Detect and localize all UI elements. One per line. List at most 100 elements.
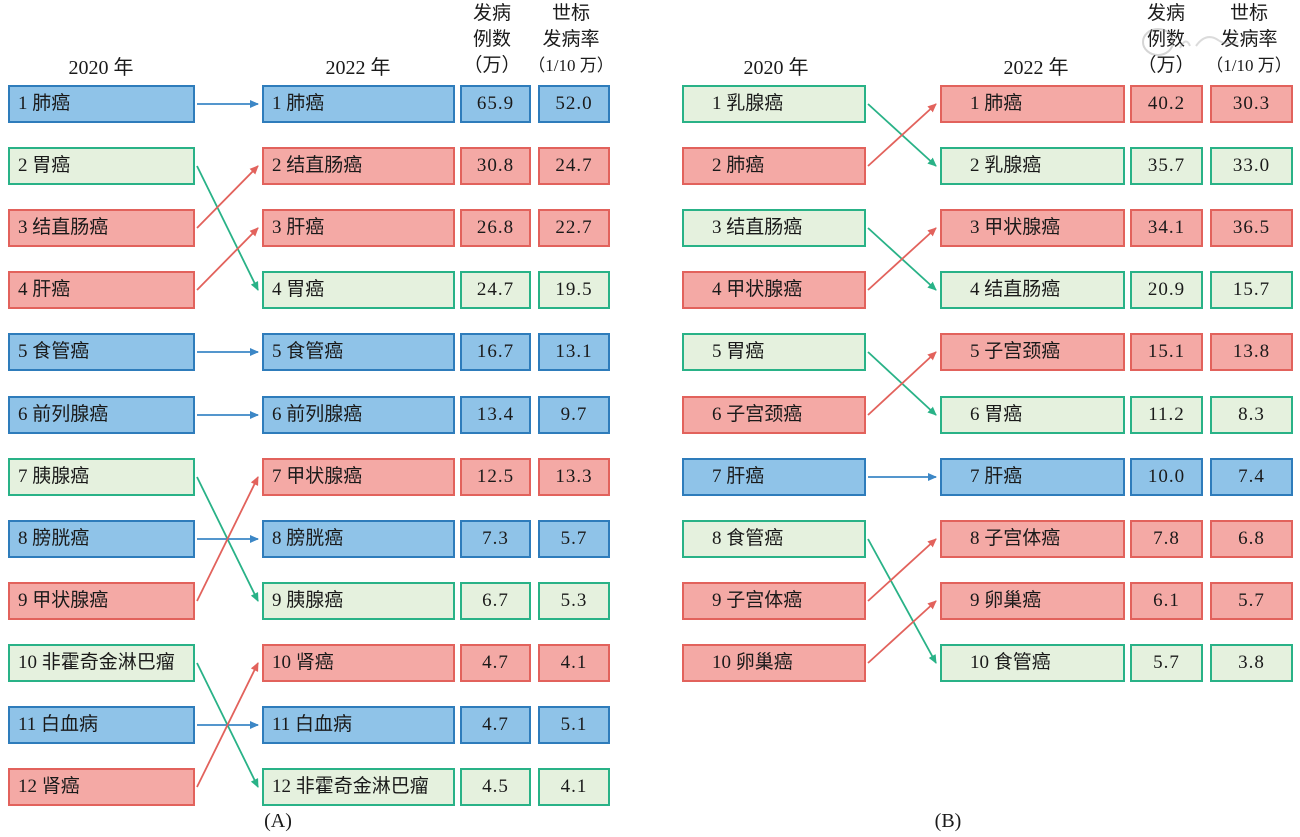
cases-value-box: 4.5	[460, 768, 531, 806]
rate-value-box: 3.8	[1210, 644, 1293, 682]
rate-header-line: 发病率	[1220, 29, 1278, 50]
rate-value-box: 5.7	[1210, 582, 1293, 620]
cases-value-box: 10.0	[1130, 458, 1203, 496]
rank-box-2022: 7 肝癌	[940, 458, 1125, 496]
cases-value-box: 11.2	[1130, 396, 1203, 434]
rank-change-arrow	[867, 600, 937, 664]
rank-box-2022: 4 结直肠癌	[940, 271, 1125, 309]
rate-value-box: 7.4	[1210, 458, 1293, 496]
cases-value-box: 4.7	[460, 644, 531, 682]
cases-value-box: 5.7	[1130, 644, 1203, 682]
cases-header-line: 例数	[1146, 29, 1186, 50]
rank-box-2020: 7 肝癌	[682, 458, 866, 496]
panel-a-rate-header: 世标 发病率 （1/10 万）	[528, 1, 613, 79]
rank-change-arrow	[196, 662, 259, 788]
rank-box-2022: 1 肺癌	[940, 85, 1125, 123]
rank-box-2020: 3 结直肠癌	[8, 209, 195, 247]
panel-a-caption: (A)	[264, 810, 292, 832]
cases-value-box: 34.1	[1130, 209, 1203, 247]
rank-box-2022: 11 白血病	[262, 706, 455, 744]
cases-value-box: 6.7	[460, 582, 531, 620]
rank-box-2022: 3 肝癌	[262, 209, 455, 247]
cases-value-box: 24.7	[460, 271, 531, 309]
rank-box-2020: 6 子宫颈癌	[682, 396, 866, 434]
rate-value-box: 15.7	[1210, 271, 1293, 309]
rank-change-arrow	[196, 227, 259, 291]
rate-value-box: 13.8	[1210, 333, 1293, 371]
rank-box-2020: 4 甲状腺癌	[682, 271, 866, 309]
rank-change-arrow	[867, 351, 937, 416]
rate-value-box: 4.1	[538, 644, 610, 682]
panel-b-rate-header: 世标 发病率 （1/10 万）	[1206, 1, 1291, 79]
rate-value-box: 9.7	[538, 396, 610, 434]
rank-box-2022: 8 膀胱癌	[262, 520, 455, 558]
cases-value-box: 13.4	[460, 396, 531, 434]
rank-box-2022: 6 前列腺癌	[262, 396, 455, 434]
rank-change-arrow	[867, 538, 937, 602]
rate-value-box: 5.3	[538, 582, 610, 620]
rank-box-2020: 11 白血病	[8, 706, 195, 744]
rank-box-2020: 5 胃癌	[682, 333, 866, 371]
panel-b-2022-header: 2022 年	[1003, 57, 1069, 79]
rank-box-2020: 5 食管癌	[8, 333, 195, 371]
rank-change-arrow	[196, 165, 259, 291]
panel-b-2020-header: 2020 年	[743, 57, 809, 79]
rank-box-2022: 12 非霍奇金淋巴瘤	[262, 768, 455, 806]
rate-value-box: 24.7	[538, 147, 610, 185]
cases-header-line: （万）	[463, 55, 521, 76]
rank-box-2020: 1 乳腺癌	[682, 85, 866, 123]
cases-value-box: 15.1	[1130, 333, 1203, 371]
rank-box-2022: 2 结直肠癌	[262, 147, 455, 185]
rate-value-box: 22.7	[538, 209, 610, 247]
cases-value-box: 26.8	[460, 209, 531, 247]
panel-b-cases-header: 发病 例数 （万）	[1137, 1, 1194, 79]
cases-value-box: 35.7	[1130, 147, 1203, 185]
rank-box-2020: 3 结直肠癌	[682, 209, 866, 247]
rank-box-2020: 1 肺癌	[8, 85, 195, 123]
rank-box-2020: 12 肾癌	[8, 768, 195, 806]
rate-header-line: 发病率	[542, 29, 600, 50]
rank-box-2022: 7 甲状腺癌	[262, 458, 455, 496]
rate-header-line: （1/10 万）	[1206, 56, 1292, 75]
rate-value-box: 13.1	[538, 333, 610, 371]
cases-value-box: 20.9	[1130, 271, 1203, 309]
cases-header-line: （万）	[1137, 55, 1195, 76]
cases-value-box: 30.8	[460, 147, 531, 185]
rank-box-2020: 9 子宫体癌	[682, 582, 866, 620]
rate-value-box: 33.0	[1210, 147, 1293, 185]
rank-box-2020: 10 卵巢癌	[682, 644, 866, 682]
rank-box-2020: 2 胃癌	[8, 147, 195, 185]
rank-change-arrow	[196, 476, 259, 602]
panel-a-cases-header: 发病 例数 （万）	[463, 1, 520, 79]
rank-box-2020: 4 肝癌	[8, 271, 195, 309]
rank-box-2022: 3 甲状腺癌	[940, 209, 1125, 247]
cases-header-line: 例数	[472, 29, 512, 50]
cases-value-box: 16.7	[460, 333, 531, 371]
rank-box-2022: 9 卵巢癌	[940, 582, 1125, 620]
cases-header-line: 发病	[472, 3, 512, 24]
rank-box-2022: 4 胃癌	[262, 271, 455, 309]
cases-value-box: 7.3	[460, 520, 531, 558]
panel-b-caption: (B)	[934, 810, 962, 832]
rank-box-2022: 8 子宫体癌	[940, 520, 1125, 558]
rank-box-2022: 6 胃癌	[940, 396, 1125, 434]
rate-value-box: 36.5	[1210, 209, 1293, 247]
rate-value-box: 4.1	[538, 768, 610, 806]
rank-box-2020: 2 肺癌	[682, 147, 866, 185]
rank-box-2020: 9 甲状腺癌	[8, 582, 195, 620]
rate-value-box: 19.5	[538, 271, 610, 309]
rank-change-arrow	[867, 103, 937, 167]
panel-a-2022-header: 2022 年	[325, 57, 391, 79]
rank-box-2022: 10 食管癌	[940, 644, 1125, 682]
rate-header-line: （1/10 万）	[528, 56, 614, 75]
rank-box-2022: 10 肾癌	[262, 644, 455, 682]
rank-box-2020: 6 前列腺癌	[8, 396, 195, 434]
rank-box-2020: 10 非霍奇金淋巴瘤	[8, 644, 195, 682]
rank-box-2020: 8 膀胱癌	[8, 520, 195, 558]
rate-header-line: 世标	[551, 3, 591, 24]
cases-value-box: 12.5	[460, 458, 531, 496]
rate-value-box: 5.1	[538, 706, 610, 744]
cases-header-line: 发病	[1146, 3, 1186, 24]
